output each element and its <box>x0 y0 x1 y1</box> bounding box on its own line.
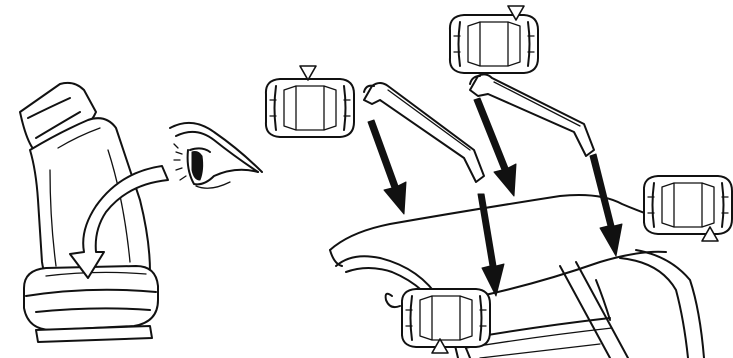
placement-arrow <box>473 97 517 197</box>
placement-arrow <box>367 119 407 215</box>
foot-position-marker <box>264 65 355 138</box>
placement-arrow <box>477 193 505 297</box>
foot-position-marker <box>642 175 733 242</box>
foot-position-marker <box>448 5 539 74</box>
roof-bar-rear <box>469 73 595 157</box>
placement-arrow <box>589 153 623 257</box>
foot-position-marker <box>384 288 491 354</box>
foot-seat-closeup <box>19 81 169 343</box>
triangle-marker <box>299 65 317 81</box>
eye-icon <box>169 121 263 189</box>
roof-bar-front <box>363 82 485 183</box>
